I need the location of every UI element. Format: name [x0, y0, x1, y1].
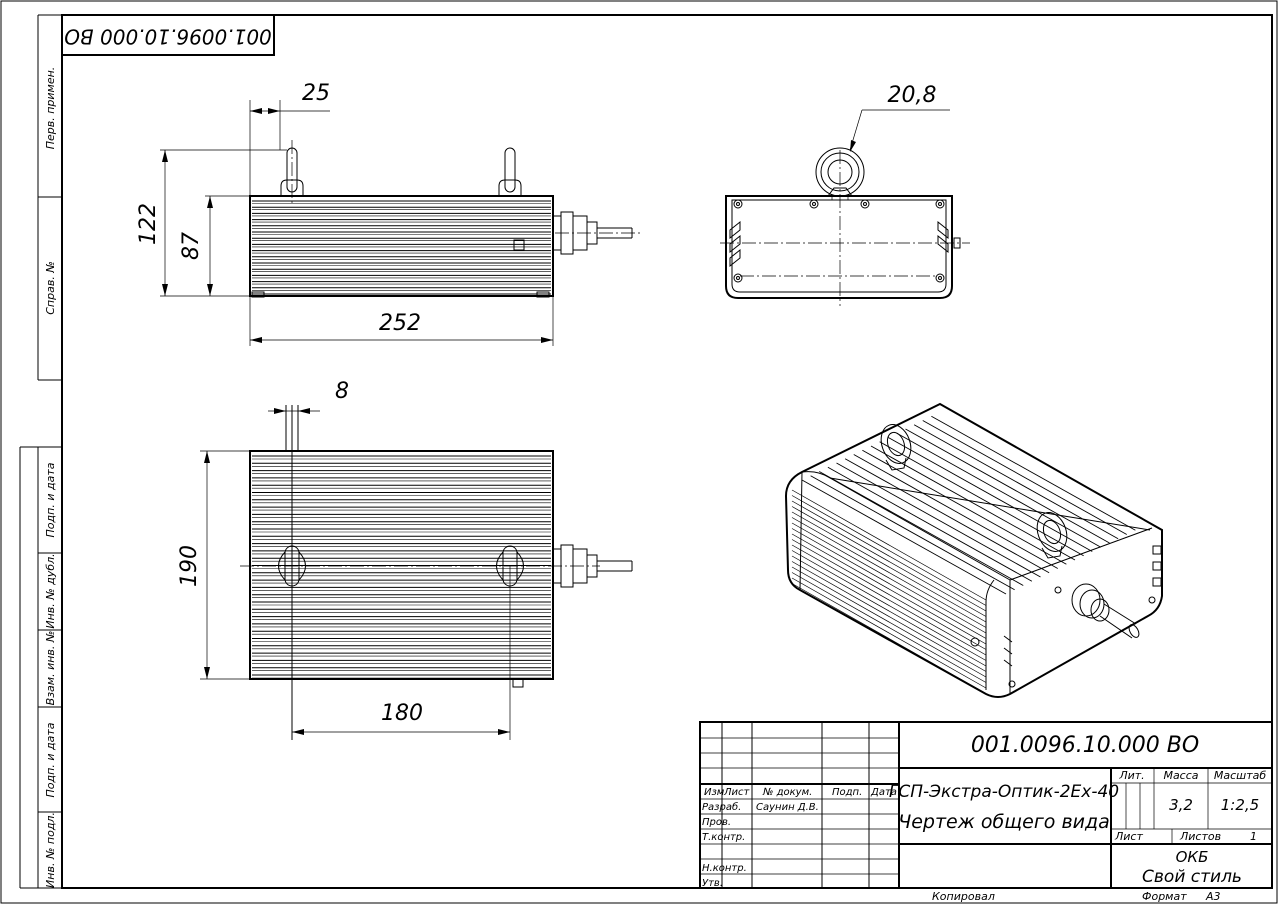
- fin-line: [896, 432, 1102, 548]
- fin-line: [791, 544, 987, 656]
- fin-line: [791, 561, 987, 672]
- fin-line: [913, 424, 1119, 540]
- tb-mass-label: Масса: [1163, 769, 1198, 782]
- fin-line: [810, 475, 1015, 591]
- fin-line: [791, 506, 987, 617]
- dim-top-slot: 8: [335, 379, 349, 404]
- drawing-mass: 3,2: [1169, 796, 1193, 814]
- side-label-inv-dubl: Инв. № дубл.: [44, 553, 57, 628]
- fin-line: [905, 428, 1110, 544]
- dim-eye-diameter: 20,8: [888, 83, 937, 108]
- tb-sheet-label: Лист: [1114, 830, 1143, 843]
- fin-line: [791, 550, 987, 661]
- front-view: 252 122 87 25: [136, 81, 642, 346]
- fin-line: [791, 566, 987, 678]
- tb-header-sheet: Лист: [723, 787, 751, 798]
- fin-line: [791, 511, 987, 623]
- fin-line: [791, 572, 987, 683]
- fin-line: [791, 522, 987, 634]
- top-cable-gland: [552, 544, 633, 588]
- fin-line: [836, 462, 1041, 578]
- top-ground-screw: [512, 678, 524, 688]
- front-view-body: [249, 195, 554, 297]
- side-label-inv-podl: Инв. № подл.: [44, 812, 57, 888]
- fin-line: [791, 583, 987, 694]
- copied-by-label: Копировал: [932, 890, 995, 903]
- fin-line: [791, 528, 987, 639]
- dim-front-height-total: 122: [136, 203, 161, 245]
- tb-role-razrab: Разраб.: [702, 801, 741, 813]
- end-view: 20,8: [720, 83, 970, 306]
- fin-line: [844, 458, 1050, 574]
- fin-line: [791, 495, 987, 606]
- tb-scale-label: Масштаб: [1214, 769, 1266, 782]
- tb-header-date: Дата: [870, 787, 897, 798]
- drawing-sheets-count: 1: [1250, 830, 1257, 843]
- title-block: Изм Лист № докум. Подп. Дата Разраб. Сау…: [699, 721, 1273, 889]
- fin-line: [888, 437, 1093, 552]
- side-strip: Перв. примен. Справ. № Подп. и дата Инв.…: [19, 14, 62, 889]
- side-label-sprav: Справ. №: [44, 261, 57, 315]
- dim-front-height-body: 87: [179, 232, 204, 260]
- tb-header-doc: № докум.: [762, 787, 812, 798]
- fin-line: [791, 500, 987, 612]
- drawing-company: Свой стиль: [1142, 867, 1242, 887]
- format-value: А3: [1205, 890, 1221, 903]
- top-view: 8 190 180: [177, 379, 633, 740]
- side-label-vzam: Взам. инв. №: [44, 631, 57, 706]
- dim-lug-offset: 25: [302, 81, 330, 106]
- eye-bolt-end-view: [815, 147, 865, 200]
- isometric-view: [784, 402, 1163, 698]
- fin-line: [819, 471, 1024, 586]
- iso-cable-gland: [1071, 583, 1140, 639]
- fin-line: [791, 577, 987, 689]
- drawing-frame: [61, 14, 1273, 889]
- tb-role-prov: Пров.: [702, 817, 731, 828]
- tb-sheets-label: Листов: [1179, 830, 1221, 843]
- fin-line: [827, 466, 1033, 582]
- front-lug-right: [498, 147, 522, 196]
- rotated-code-box: 001.0096.10.000 ВО: [61, 14, 275, 56]
- iso-eye-bolt-front: [1036, 512, 1068, 559]
- iso-eye-bolt-back: [880, 424, 912, 471]
- tb-lit-label: Лит.: [1118, 769, 1144, 782]
- dim-front-width: 252: [379, 311, 421, 336]
- fin-line: [922, 420, 1127, 535]
- fin-line: [931, 415, 1136, 531]
- fin-line: [791, 539, 987, 650]
- dim-top-height: 190: [177, 545, 202, 587]
- tb-header-sign: Подп.: [832, 787, 862, 798]
- drawing-title-line1: ГСП-Экстра-Оптик-2Ех-40: [889, 782, 1119, 802]
- drawing-code-rotated: 001.0096.10.000 ВО: [64, 25, 272, 49]
- fin-line: [853, 454, 1058, 569]
- fin-line: [791, 533, 987, 645]
- side-label-podp-2: Подп. и дата: [44, 722, 57, 797]
- tb-role-tkontr: Т.контр.: [702, 832, 745, 843]
- tb-name-razrab: Саунин Д.В.: [756, 802, 819, 813]
- tb-header-change: Изм: [704, 787, 725, 798]
- drawing-scale: 1:2,5: [1221, 796, 1259, 814]
- format-label: Формат: [1142, 890, 1187, 903]
- side-label-perv: Перв. примен.: [44, 67, 57, 150]
- drawing-organization: ОКБ: [1176, 848, 1209, 866]
- tb-role-nkontr: Н.контр.: [702, 863, 747, 874]
- drawing-code: 001.0096.10.000 ВО: [971, 733, 1199, 758]
- fin-line: [791, 555, 987, 667]
- fin-line: [791, 517, 987, 628]
- fin-line: [791, 489, 987, 601]
- tb-role-utv: Утв.: [702, 878, 723, 889]
- drawing-title-line2: Чертеж общего вида: [898, 811, 1110, 833]
- side-label-podp-1: Подп. и дата: [44, 462, 57, 537]
- dim-top-lug-spacing: 180: [381, 701, 423, 726]
- fin-line: [879, 441, 1084, 557]
- front-cable-gland: [552, 211, 642, 255]
- fin-line: [801, 479, 1007, 595]
- front-ground-screw: [513, 239, 525, 251]
